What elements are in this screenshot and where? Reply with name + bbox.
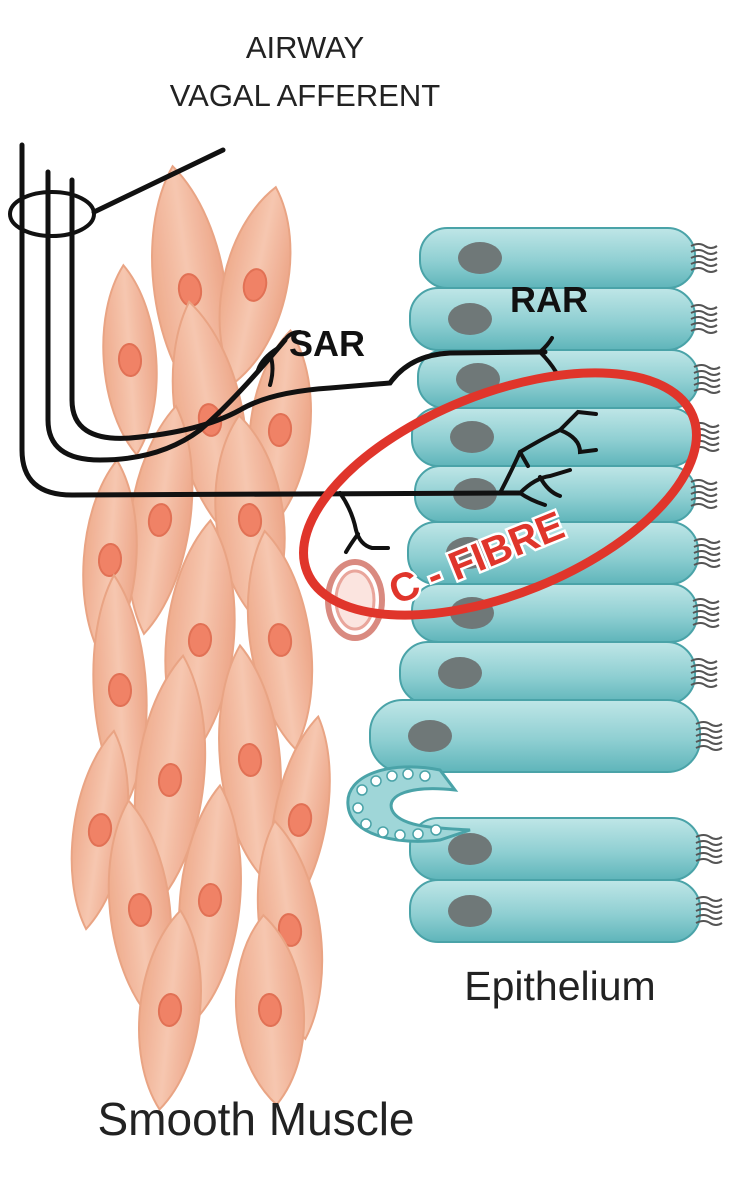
epithelial-cell <box>399 641 718 705</box>
cilia <box>695 721 723 751</box>
epithelial-cell <box>409 287 718 351</box>
epithelial-cell <box>419 227 718 289</box>
c-fibre-nerve <box>19 142 523 498</box>
cilia <box>690 243 718 273</box>
smooth-muscle-cell <box>126 404 194 636</box>
smooth-muscle-nucleus <box>147 503 173 537</box>
epithelial-cell <box>409 817 723 881</box>
smooth-muscle-cell <box>234 913 306 1107</box>
sar-label: SAR <box>289 323 365 364</box>
title-line-2: VAGAL AFFERENT <box>170 78 441 113</box>
epithelial-cell <box>409 879 723 943</box>
smooth-muscle-label: Smooth Muscle <box>97 1093 414 1145</box>
epithelial-nucleus <box>446 537 490 569</box>
epithelial-nucleus <box>458 242 502 274</box>
smooth-muscle-layer <box>70 164 331 1112</box>
cilia <box>695 834 723 864</box>
smooth-muscle-cell <box>102 263 158 457</box>
smooth-muscle-nucleus <box>157 993 183 1027</box>
smooth-muscle-nucleus <box>107 673 133 707</box>
sar-nerve <box>45 169 288 463</box>
cilia <box>693 538 721 568</box>
smooth-muscle-nucleus <box>257 993 283 1027</box>
smooth-muscle-nucleus <box>267 623 293 657</box>
epithelial-nucleus <box>408 720 452 752</box>
epithelial-nucleus <box>450 421 494 453</box>
smooth-muscle-nucleus <box>242 268 268 302</box>
c-fibre-highlight-ellipse <box>299 368 701 620</box>
goblet-cell <box>346 765 471 843</box>
rar-label: RAR <box>510 279 588 320</box>
smooth-muscle-nucleus <box>237 743 263 777</box>
epithelial-nucleus <box>448 303 492 335</box>
smooth-muscle-nucleus <box>97 543 123 577</box>
cilia <box>692 422 720 452</box>
cilia <box>690 658 718 688</box>
c-fibre-nerve-ending <box>498 409 598 507</box>
cilia <box>690 479 718 509</box>
epithelial-cell <box>369 699 723 773</box>
rar-nerve <box>69 177 548 441</box>
epithelial-nucleus <box>448 895 492 927</box>
epithelium-label: Epithelium <box>464 963 655 1009</box>
smooth-muscle-nucleus <box>277 913 303 947</box>
cilia <box>695 896 723 926</box>
epithelial-nucleus <box>448 833 492 865</box>
cilia <box>690 304 718 334</box>
smooth-muscle-nucleus <box>267 413 293 447</box>
title-line-1: AIRWAY <box>246 30 364 65</box>
smooth-muscle-nucleus <box>127 893 153 927</box>
cilia <box>692 598 720 628</box>
smooth-muscle-nucleus <box>237 503 263 537</box>
smooth-muscle-cell <box>138 908 202 1112</box>
smooth-muscle-cell <box>218 185 292 385</box>
smooth-muscle-nucleus <box>87 813 113 847</box>
cilia <box>693 364 721 394</box>
epithelial-nucleus <box>438 657 482 689</box>
c-fibre-vessel-ending <box>338 491 390 554</box>
title-pointer-line <box>91 147 226 215</box>
rar-nerve-ending <box>538 336 558 374</box>
smooth-muscle-nucleus <box>187 623 213 657</box>
smooth-muscle-nucleus <box>117 343 143 377</box>
smooth-muscle-nucleus <box>287 803 313 837</box>
epithelial-cell <box>411 407 720 467</box>
sar-nerve-ending <box>256 330 302 387</box>
smooth-muscle-nucleus <box>197 883 223 917</box>
vagal-afferent-nerve <box>8 142 548 498</box>
smooth-muscle-nucleus <box>157 763 183 797</box>
